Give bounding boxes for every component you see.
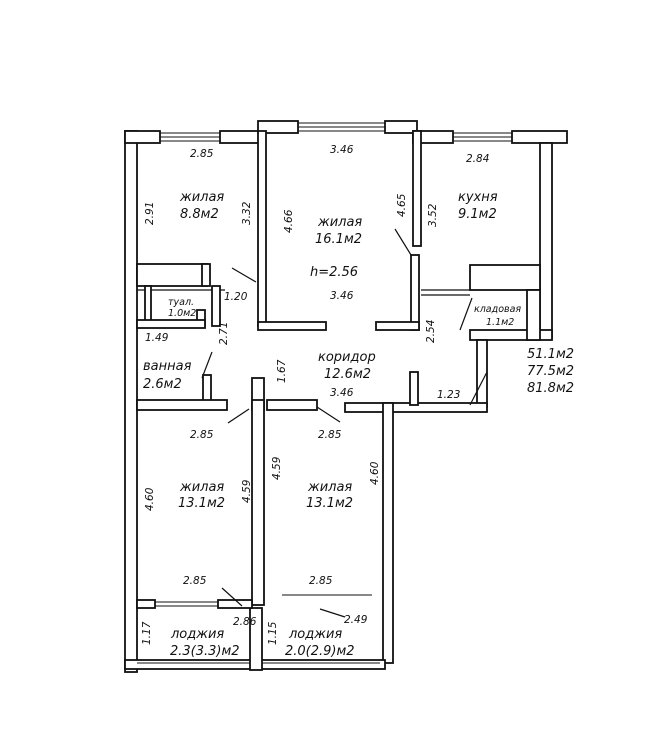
- dim-label: 2.85: [309, 575, 333, 587]
- dim-label: 3.46: [330, 290, 354, 302]
- dim-label: 4.60: [144, 487, 156, 511]
- living2-area: 16.1м2: [315, 232, 362, 247]
- dim-label: 2.84: [466, 153, 489, 165]
- dim-label: 2.85: [190, 148, 214, 160]
- dim-label: 4.65: [396, 193, 408, 217]
- loggia2-area: 2.0(2.9)м2: [285, 644, 355, 659]
- living3-area: 13.1м2: [178, 496, 225, 511]
- dim-label: 3.46: [330, 144, 354, 156]
- dim-label: 1.17: [141, 621, 153, 645]
- corridor-name: коридор: [318, 350, 376, 365]
- dimension-labels: 2.85 3.46 2.84 2.91 3.32 4.66 4.65 3.52 …: [141, 144, 489, 645]
- loggia2-name: лоджия: [288, 627, 342, 642]
- dim-label: 4.66: [283, 209, 295, 233]
- kitchen-name: кухня: [458, 190, 498, 205]
- bath-area: 2.6м2: [143, 377, 182, 392]
- toilet-name: туал.: [168, 297, 194, 308]
- dim-label: 2.49: [344, 614, 368, 626]
- living4-name: жилая: [307, 480, 352, 495]
- dim-label: 1.49: [145, 332, 169, 344]
- dim-label: 1.23: [437, 389, 460, 401]
- living1-area: 8.8м2: [180, 207, 219, 222]
- kitchen-area: 9.1м2: [458, 207, 497, 222]
- dim-label: 2.91: [144, 202, 156, 225]
- storage-area: 1.1м2: [486, 317, 514, 328]
- ceiling-height: h=2.56: [310, 265, 358, 280]
- dim-label: 1.20: [224, 291, 248, 303]
- dim-label: 1.67: [276, 359, 288, 383]
- living4-area: 13.1м2: [306, 496, 353, 511]
- dim-label: 2.85: [318, 429, 342, 441]
- dim-label: 4.60: [369, 461, 381, 485]
- living1-name: жилая: [179, 190, 224, 205]
- dim-label: 4.59: [241, 479, 253, 503]
- dim-label: 3.46: [330, 387, 354, 399]
- loggia1-area: 2.3(3.3)м2: [170, 644, 240, 659]
- dim-label: 3.32: [241, 201, 253, 225]
- dim-label: 2.54: [425, 320, 437, 343]
- interior-walls: [136, 130, 541, 671]
- dim-label: 3.52: [427, 203, 439, 227]
- living2-name: жилая: [317, 215, 362, 230]
- bath-name: ванная: [143, 359, 192, 374]
- door-marks: [201, 228, 488, 618]
- room-labels: жилая 8.8м2 жилая 16.1м2 h=2.56 кухня 9.…: [143, 190, 521, 659]
- loggia1-name: лоджия: [170, 627, 224, 642]
- living-area-total: 51.1м2: [527, 347, 574, 362]
- dim-label: 2.85: [190, 429, 214, 441]
- windows: [137, 122, 512, 664]
- dim-label: 2.71: [218, 322, 230, 345]
- storage-name: кладовая: [474, 304, 521, 315]
- dim-label: 4.59: [271, 456, 283, 480]
- total-area: 77.5м2: [527, 364, 574, 379]
- toilet-area: 1.0м2: [168, 308, 196, 319]
- total-area-with-loggias: 81.8м2: [527, 381, 574, 396]
- living3-name: жилая: [179, 480, 224, 495]
- corridor-area: 12.6м2: [324, 367, 371, 382]
- dim-label: 1.15: [267, 621, 279, 645]
- dim-label: 2.86: [233, 616, 257, 628]
- dim-label: 2.85: [183, 575, 207, 587]
- area-totals: 51.1м2 77.5м2 81.8м2: [527, 347, 574, 396]
